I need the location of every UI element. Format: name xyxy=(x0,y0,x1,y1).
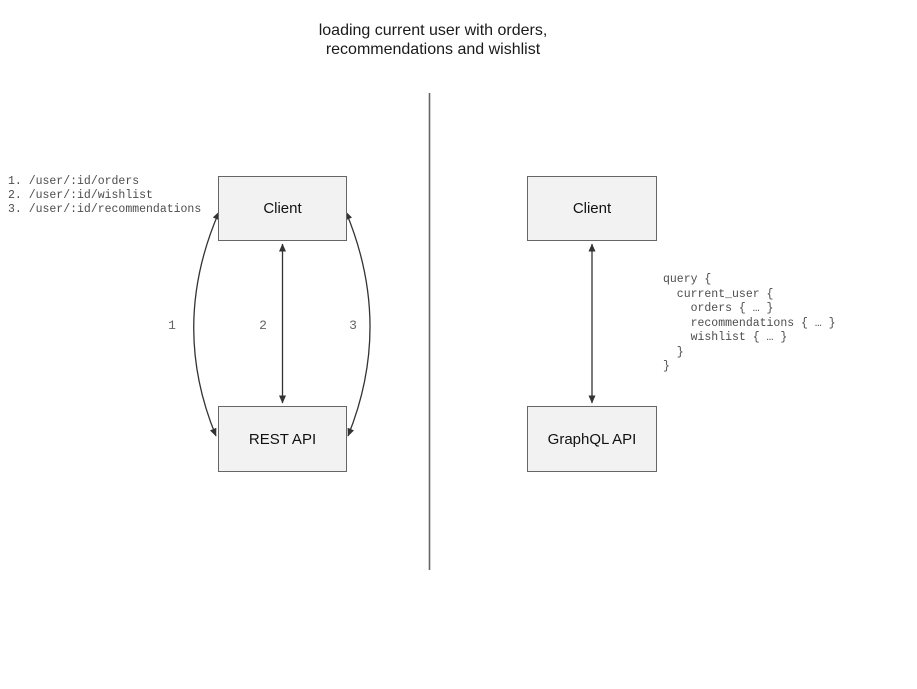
graphql-api-box: GraphQL API xyxy=(527,406,657,472)
rest-arrow-label-1: 1 xyxy=(168,318,176,333)
rest-endpoint-1: 1. /user/:id/orders xyxy=(8,175,140,188)
rest-arrow-label-3: 3 xyxy=(349,318,357,333)
rest-arrow-1 xyxy=(193,211,220,437)
rest-endpoint-3: 3. /user/:id/recommendations xyxy=(8,203,202,216)
rest-client-box-label: Client xyxy=(263,200,302,217)
rest-endpoint-list: 1. /user/:id/orders 2. /user/:id/wishlis… xyxy=(8,175,201,217)
diagram-title-line2: recommendations and wishlist xyxy=(325,41,541,58)
graphql-client-box-label: Client xyxy=(572,200,612,217)
rest-client-box: Client xyxy=(218,176,347,241)
rest-api-box-label: REST API xyxy=(248,430,317,448)
graphql-client-box: Client xyxy=(527,176,657,241)
rest-api-box: REST API xyxy=(218,406,347,472)
rest-arrow-label-2: 2 xyxy=(259,318,267,333)
diagram-title-line1: loading current user with orders, xyxy=(318,22,548,39)
diagram-title: loading current user with orders, recomm… xyxy=(183,21,683,59)
graphql-api-box-label: GraphQL API xyxy=(547,430,637,448)
rest-endpoint-2: 2. /user/:id/wishlist xyxy=(8,189,153,202)
graphql-query-code: query { current_user { orders { … } reco… xyxy=(663,273,836,373)
